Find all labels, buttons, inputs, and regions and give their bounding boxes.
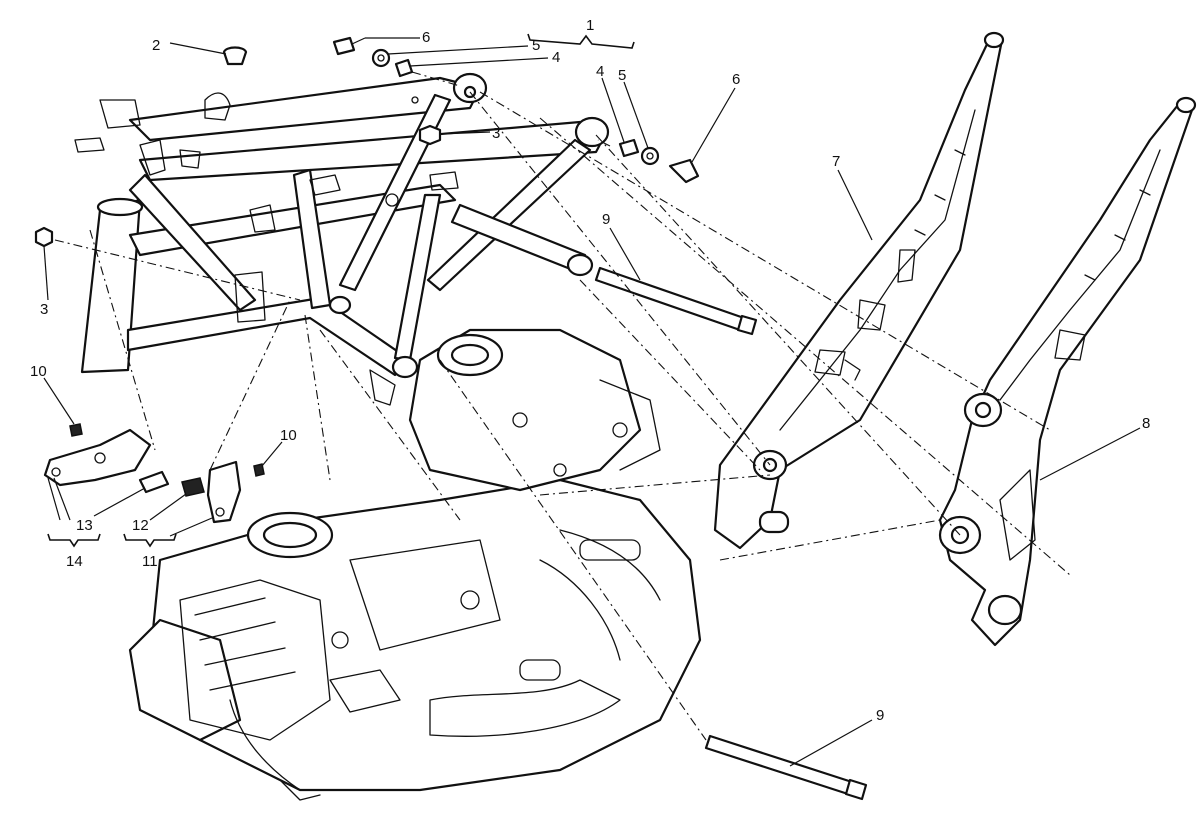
alignment-lines — [54, 71, 1071, 741]
callout-6-top: 6 — [422, 29, 430, 46]
subframe-right — [938, 96, 1197, 647]
trellis-frame — [74, 72, 610, 406]
callout-7: 7 — [832, 153, 840, 170]
subframe-left — [713, 31, 1005, 550]
callout-6-right: 6 — [732, 71, 740, 88]
callout-4-right: 4 — [596, 63, 604, 80]
callout-14: 14 — [66, 553, 83, 570]
callout-3-left: 3 — [40, 301, 48, 318]
spacer-top-part — [394, 58, 414, 78]
callout-8: 8 — [1142, 415, 1150, 432]
callout-labels: 1 2 3 3 4 4 5 5 6 6 7 8 9 9 10 10 11 12 … — [30, 17, 1150, 724]
callout-10-right: 10 — [280, 427, 297, 444]
long-bolt-lower-part — [704, 734, 854, 796]
callout-5-right: 5 — [618, 67, 626, 84]
nut-left-part — [34, 226, 54, 248]
screw-left-part — [69, 423, 83, 437]
bolt-right-part — [668, 158, 700, 184]
callout-2: 2 — [152, 37, 160, 54]
long-bolt-upper-part — [594, 266, 746, 332]
callout-5-top: 5 — [532, 37, 540, 54]
callout-13: 13 — [76, 517, 93, 534]
callout-3-upper: 3 — [492, 125, 500, 142]
callout-9-lower: 9 — [876, 707, 884, 724]
leader-lines — [43, 37, 1141, 767]
callout-10-left: 10 — [30, 363, 47, 380]
callout-9-upper: 9 — [602, 211, 610, 228]
callout-4-top: 4 — [552, 49, 560, 66]
screw-right-part — [253, 463, 265, 477]
callout-1: 1 — [586, 17, 594, 34]
callout-11: 11 — [142, 553, 158, 570]
hardware-parts — [34, 36, 868, 801]
washer-top-part — [371, 48, 391, 68]
nut-upper-part — [418, 124, 442, 146]
washer-right-part — [640, 146, 660, 166]
spacer-right-part — [618, 138, 640, 158]
callout-12: 12 — [132, 517, 149, 534]
bracket-left-part — [43, 428, 152, 487]
engine-assembly — [128, 328, 702, 801]
sensor-part — [181, 477, 205, 497]
bolt-head-top-part — [332, 36, 356, 56]
rubber-cap-part — [222, 46, 248, 66]
group-brackets — [47, 33, 635, 548]
bracket-right-part — [206, 460, 242, 524]
